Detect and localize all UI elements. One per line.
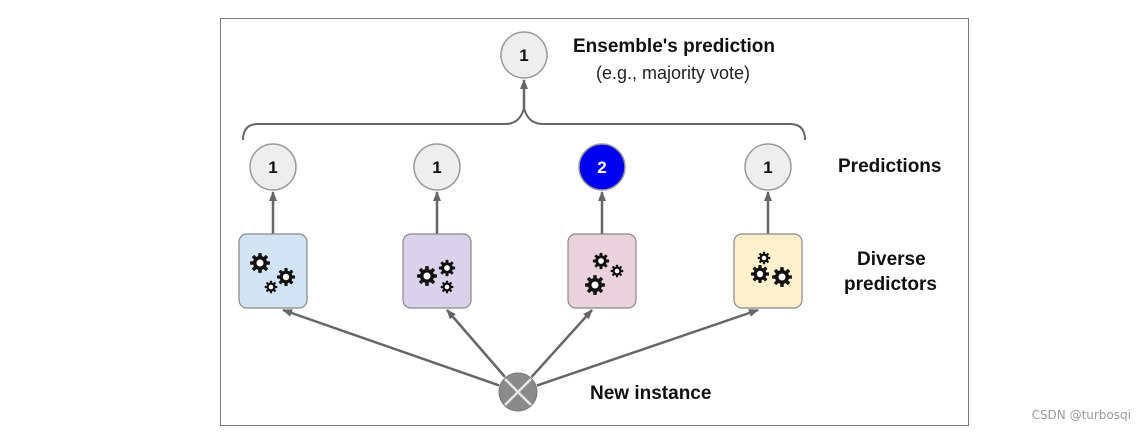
output-arrows <box>269 191 772 234</box>
prediction-value: 1 <box>268 158 277 177</box>
input-arrow <box>530 309 593 378</box>
diverse-label-line2: predictors <box>844 274 937 295</box>
prediction-value: 2 <box>597 158 606 177</box>
predictor-2: 1 <box>402 143 472 309</box>
diverse-label-line1: Diverse <box>857 249 926 270</box>
new-instance-label: New instance <box>590 383 712 404</box>
input-arrow <box>446 309 506 378</box>
diagram-frame <box>220 18 969 426</box>
prediction-node <box>744 143 792 191</box>
ensemble-subtitle: (e.g., majority vote) <box>596 63 751 83</box>
predictor-4: 1 <box>733 143 803 309</box>
predictor-box <box>567 233 637 309</box>
input-arrow <box>536 308 759 387</box>
predictor-box <box>238 233 308 309</box>
predictor-1: 1 <box>238 143 308 309</box>
ensemble-prediction-value: 1 <box>519 46 528 65</box>
prediction-value: 1 <box>432 158 441 177</box>
input-arrow <box>282 308 500 387</box>
predictor-box <box>402 233 472 309</box>
ensemble-prediction-node <box>500 31 548 79</box>
prediction-node <box>413 143 461 191</box>
predictor-3: 2 <box>567 143 637 309</box>
prediction-value: 1 <box>763 158 772 177</box>
aggregation-brace <box>242 107 806 141</box>
predictor-box <box>733 233 803 309</box>
watermark: CSDN @turbosqi <box>1031 408 1131 422</box>
ensemble-title: Ensemble's prediction <box>573 36 775 57</box>
predictions-label: Predictions <box>838 156 942 177</box>
prediction-node <box>249 143 297 191</box>
cross-circle-icon <box>498 372 538 412</box>
input-arrows <box>282 308 759 387</box>
prediction-node <box>578 143 626 191</box>
